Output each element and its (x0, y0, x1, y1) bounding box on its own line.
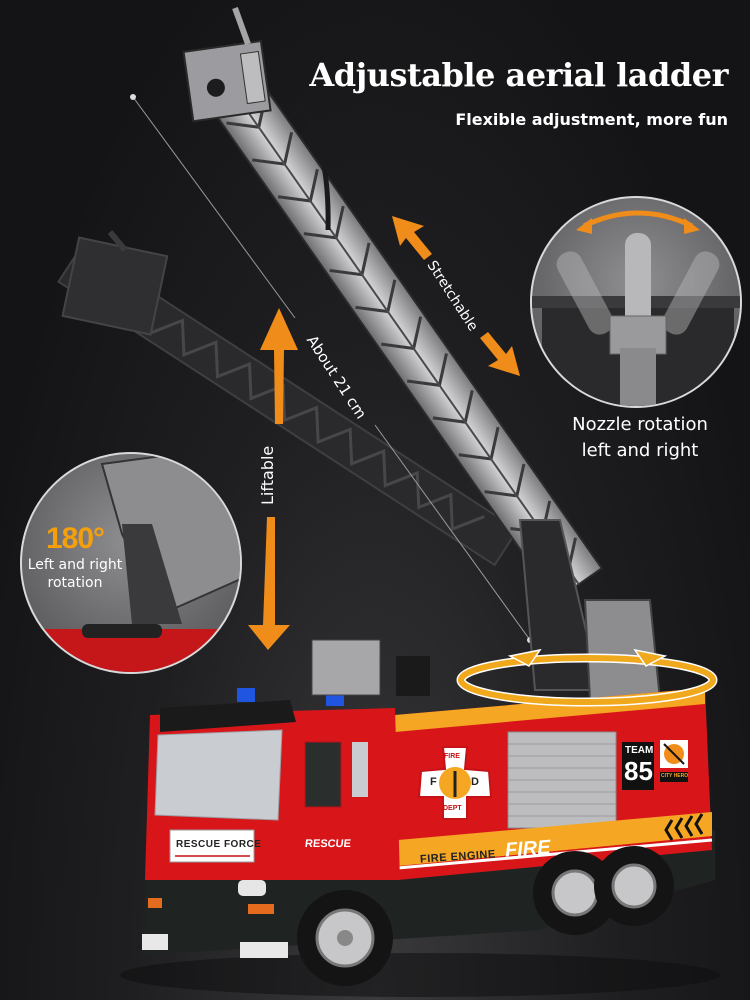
side-script-text: FIRE (504, 836, 552, 862)
rotation-detail-circle (20, 452, 242, 674)
rotation-caption-line1: Left and right (27, 557, 123, 573)
rotation-caption-line2: rotation (47, 575, 103, 591)
lift-arrow-down-icon (248, 517, 290, 650)
rear-wheel-2 (594, 846, 674, 926)
team-number-text: 85 (624, 756, 653, 786)
rear-wheel-1 (533, 851, 617, 935)
city-hero-text: CITY HERO (661, 773, 689, 779)
front-wheel (297, 890, 393, 986)
nozzle-caption-line2: left and right (581, 440, 699, 461)
lift-arrow-up-icon (260, 308, 298, 424)
rotation-caption: 180° Left and right rotation (20, 522, 130, 592)
badge-right-text: D (471, 776, 479, 788)
door-decal-text: RESCUE (304, 838, 352, 850)
nozzle-caption-line1: Nozzle rotation (572, 414, 708, 435)
nozzle-detail-circle (530, 196, 742, 408)
page-subtitle: Flexible adjustment, more fun (455, 110, 728, 129)
badge-top-text: FIRE (444, 753, 460, 760)
stretch-arrow-down-icon (480, 332, 520, 376)
badge-left-text: F (430, 776, 437, 788)
team-label-text: TEAM (625, 745, 654, 756)
nozzle-caption: Nozzle rotation left and right (540, 412, 740, 464)
rotation-ring-icon (456, 648, 718, 707)
rotation-degrees: 180° (45, 522, 105, 555)
page-title: Adjustable aerial ladder (309, 56, 728, 94)
badge-bottom-text: DEPT (443, 805, 462, 812)
stretch-arrow-up-icon (392, 216, 432, 260)
cab-plate-text: RESCUE FORCE (176, 839, 262, 850)
